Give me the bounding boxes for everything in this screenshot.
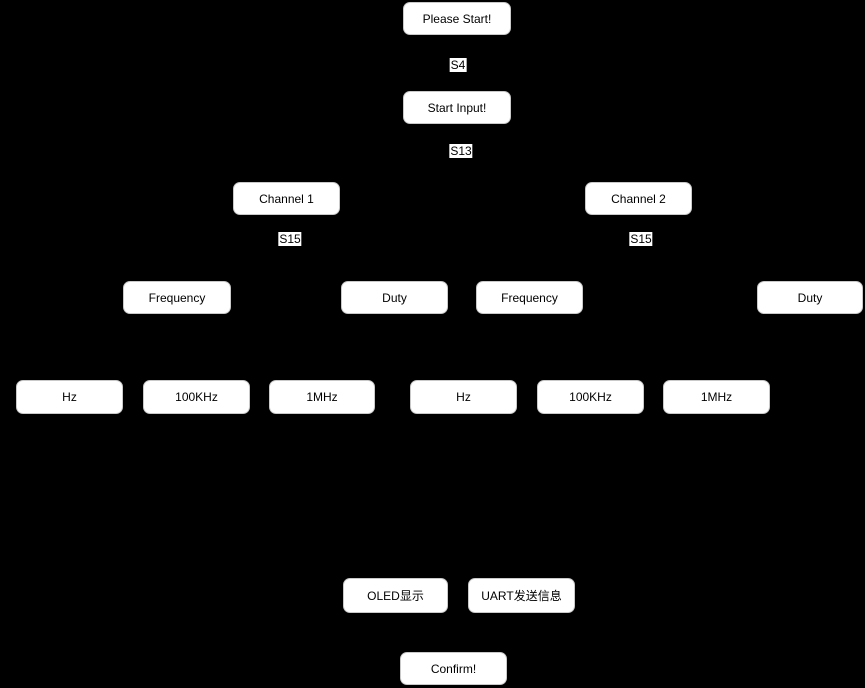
edge-label-s4: S4 — [449, 58, 467, 72]
flow-node-100khz-ch2: 100KHz — [537, 380, 644, 414]
flow-node-please-start: Please Start! — [403, 2, 511, 35]
flow-node-hz-ch2: Hz — [410, 380, 517, 414]
flow-node-uart-send: UART发送信息 — [468, 578, 575, 613]
flow-node-duty-ch1: Duty — [341, 281, 448, 314]
flow-node-oled-display: OLED显示 — [343, 578, 448, 613]
flow-node-frequency-ch1: Frequency — [123, 281, 231, 314]
flow-node-start-input: Start Input! — [403, 91, 511, 124]
flow-node-channel-1: Channel 1 — [233, 182, 340, 215]
flow-node-1mhz-ch1: 1MHz — [269, 380, 375, 414]
flow-node-confirm: Confirm! — [400, 652, 507, 685]
flow-node-hz-ch1: Hz — [16, 380, 123, 414]
edge-label-s13: S13 — [449, 144, 473, 158]
edge-label-s15-left: S15 — [278, 232, 302, 246]
flow-node-1mhz-ch2: 1MHz — [663, 380, 770, 414]
flow-node-100khz-ch1: 100KHz — [143, 380, 250, 414]
flow-node-frequency-ch2: Frequency — [476, 281, 583, 314]
edge-label-s15-right: S15 — [629, 232, 653, 246]
flow-node-channel-2: Channel 2 — [585, 182, 692, 215]
flow-node-duty-ch2: Duty — [757, 281, 863, 314]
